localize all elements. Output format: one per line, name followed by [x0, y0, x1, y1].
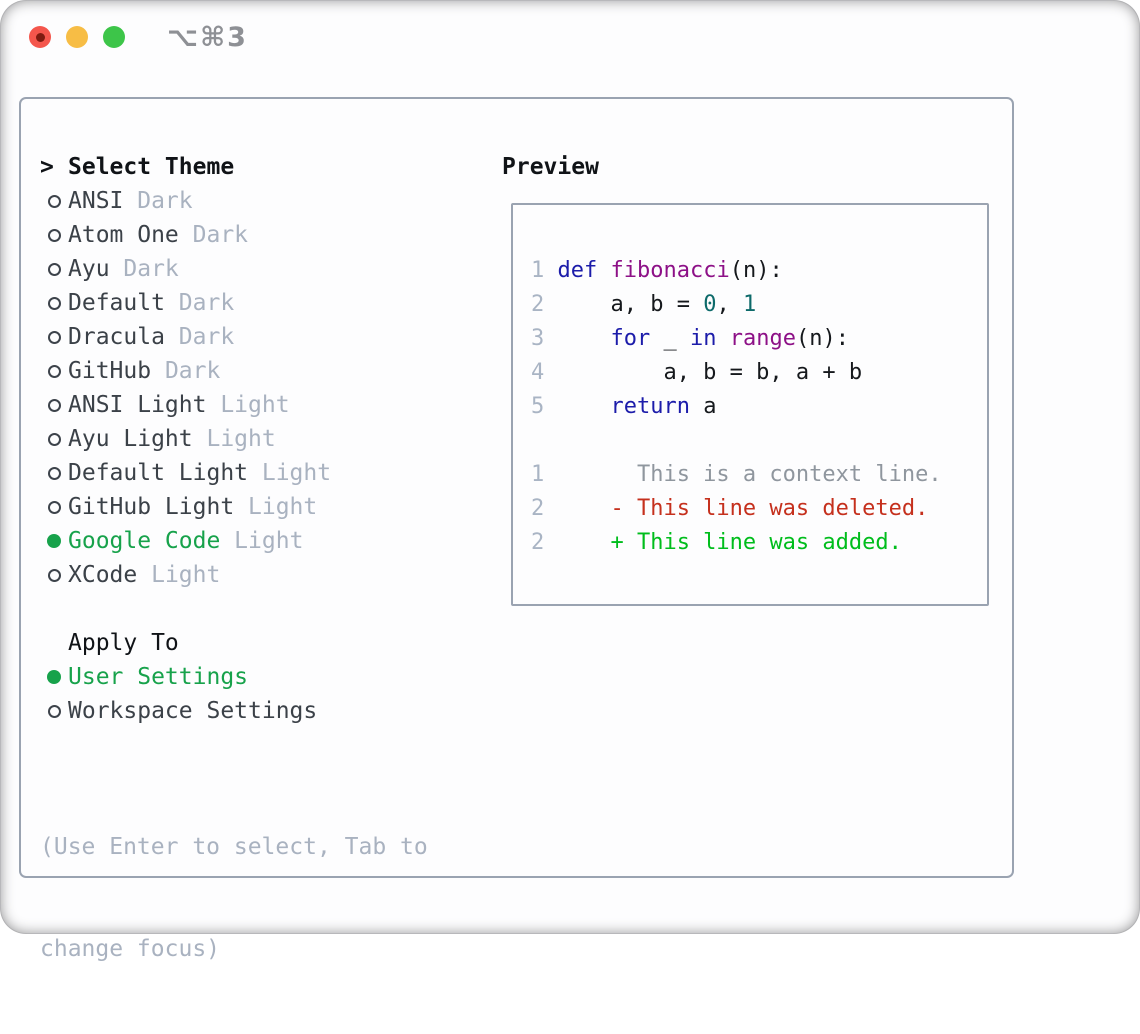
- option-variant: Light: [248, 460, 332, 486]
- diff-line-deleted: 2 - This line was deleted.: [531, 495, 929, 521]
- maximize-button[interactable]: [103, 26, 125, 48]
- radio-icon: [40, 558, 68, 592]
- theme-option[interactable]: Default Dark: [40, 286, 428, 320]
- option-label: Workspace Settings: [68, 698, 318, 724]
- radio-selected-icon: [40, 660, 68, 694]
- option-label: Default: [68, 290, 165, 316]
- option-variant: Light: [220, 528, 304, 554]
- option-variant: Light: [234, 494, 318, 520]
- radio-icon: [40, 218, 68, 252]
- theme-option[interactable]: Ayu Dark: [40, 252, 428, 286]
- apply-to-heading-row: Apply To: [40, 626, 428, 660]
- radio-icon: [40, 490, 68, 524]
- code-line: 2 a, b = 0, 1: [531, 291, 757, 317]
- option-variant: Light: [206, 392, 290, 418]
- window-title: ⌥⌘3: [167, 22, 248, 53]
- radio-icon: [40, 354, 68, 388]
- theme-option[interactable]: ANSI Dark: [40, 184, 428, 218]
- option-variant: Light: [192, 426, 276, 452]
- radio-icon: [40, 694, 68, 728]
- option-variant: Light: [137, 562, 221, 588]
- radio-icon: [40, 286, 68, 320]
- option-label: Ayu: [68, 256, 110, 282]
- minimize-button[interactable]: [66, 26, 88, 48]
- help-text: (Use Enter to select, Tab to change focu…: [40, 762, 428, 1034]
- apply-to-heading: Apply To: [68, 630, 179, 656]
- diff-line-context: 1 This is a context line.: [531, 461, 942, 487]
- option-variant: Dark: [178, 222, 249, 248]
- option-label: GitHub: [68, 358, 152, 384]
- theme-option[interactable]: Dracula Dark: [40, 320, 428, 354]
- option-label: Default Light: [68, 460, 249, 486]
- option-label: User Settings: [68, 664, 249, 690]
- apply-to-option[interactable]: User Settings: [40, 660, 428, 694]
- option-label: Dracula: [68, 324, 165, 350]
- radio-icon: [40, 422, 68, 456]
- radio-icon: [40, 388, 68, 422]
- theme-option[interactable]: XCode Light: [40, 558, 428, 592]
- theme-option[interactable]: Default Light Light: [40, 456, 428, 490]
- theme-option[interactable]: ANSI Light Light: [40, 388, 428, 422]
- code-line: 5 return a: [531, 393, 717, 419]
- close-dot-icon: [35, 32, 45, 42]
- help-text-line-1: (Use Enter to select, Tab to: [40, 834, 428, 860]
- option-label: ANSI Light: [68, 392, 207, 418]
- radio-selected-icon: [40, 524, 68, 558]
- apply-to-option[interactable]: Workspace Settings: [40, 694, 428, 728]
- theme-option[interactable]: Atom One Dark: [40, 218, 428, 252]
- theme-option[interactable]: Google Code Light: [40, 524, 428, 558]
- theme-list-heading-row: > Select Theme: [40, 150, 428, 184]
- option-label: GitHub Light: [68, 494, 235, 520]
- preview-heading: Preview: [502, 154, 599, 180]
- diff-preview: 1 This is a context line. 2 - This line w…: [531, 457, 987, 559]
- close-button[interactable]: [29, 26, 51, 48]
- theme-list-heading: Select Theme: [68, 154, 235, 180]
- radio-icon: [40, 184, 68, 218]
- theme-option[interactable]: Ayu Light Light: [40, 422, 428, 456]
- option-variant: Dark: [123, 188, 193, 214]
- option-label: Atom One: [68, 222, 179, 248]
- theme-option[interactable]: GitHub Light Light: [40, 490, 428, 524]
- cursor-icon: >: [40, 154, 54, 180]
- option-variant: Dark: [164, 324, 235, 350]
- option-label: ANSI: [68, 188, 124, 214]
- option-variant: Dark: [164, 290, 235, 316]
- help-text-line-2: change focus): [40, 936, 221, 962]
- option-variant: Dark: [109, 256, 179, 282]
- code-line: 4 a, b = b, a + b: [531, 359, 863, 385]
- radio-icon: [40, 320, 68, 354]
- blank-line: [531, 423, 987, 457]
- option-variant: Dark: [151, 358, 221, 384]
- theme-option[interactable]: GitHub Dark: [40, 354, 428, 388]
- option-label: Ayu Light: [68, 426, 193, 452]
- radio-icon: [40, 456, 68, 490]
- titlebar: ⌥⌘3: [0, 0, 1140, 74]
- apply-heading-spacer: [40, 626, 68, 660]
- diff-line-added: 2 + This line was added.: [531, 529, 902, 555]
- radio-icon: [40, 252, 68, 286]
- option-label: XCode: [68, 562, 138, 588]
- option-label: Google Code: [68, 528, 221, 554]
- code-line: 3 for _ in range(n):: [531, 325, 849, 351]
